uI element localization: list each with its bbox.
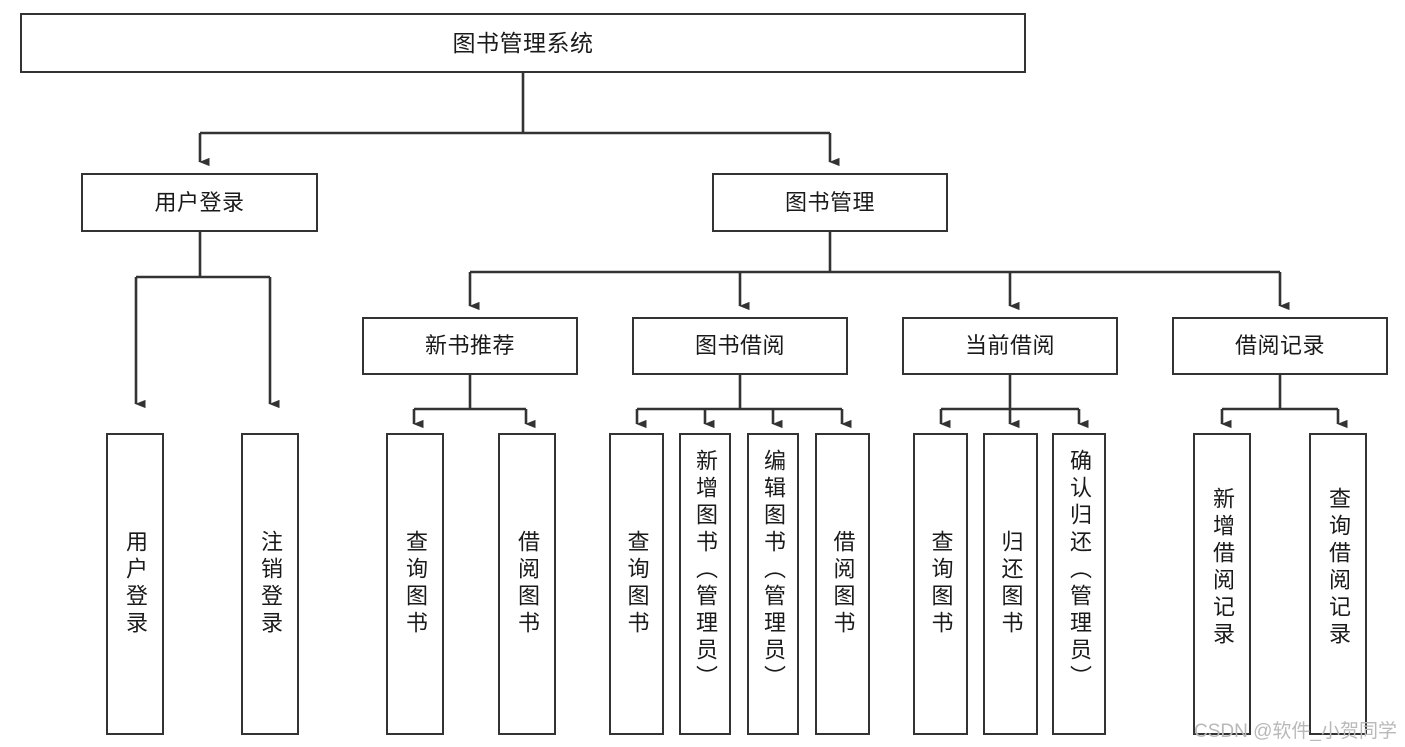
node-leaf-borrow-book-2-label: 借阅图书 bbox=[830, 530, 856, 638]
node-leaf-query-book-2-label: 查询图书 bbox=[624, 530, 650, 638]
node-book-borrow[interactable]: 图书借阅 bbox=[632, 317, 848, 375]
node-leaf-user-login-label: 用户登录 bbox=[123, 530, 148, 638]
node-leaf-query-book-1[interactable]: 查询图书 bbox=[386, 433, 444, 735]
node-leaf-edit-book-label: 编辑图书（管理员） bbox=[761, 449, 786, 692]
node-leaf-borrow-book-1[interactable]: 借阅图书 bbox=[498, 433, 556, 735]
node-leaf-query-book-2[interactable]: 查询图书 bbox=[609, 433, 664, 735]
node-leaf-query-book-3-label: 查询图书 bbox=[928, 530, 954, 638]
node-current-borrow[interactable]: 当前借阅 bbox=[902, 317, 1118, 375]
node-leaf-confirm-return-label: 确认归还（管理员） bbox=[1067, 449, 1092, 692]
node-leaf-return-book[interactable]: 归还图书 bbox=[983, 433, 1038, 735]
node-root-system[interactable]: 图书管理系统 bbox=[20, 13, 1026, 73]
node-user-login-label: 用户登录 bbox=[154, 189, 245, 215]
node-root-system-label: 图书管理系统 bbox=[452, 29, 594, 56]
node-leaf-confirm-return[interactable]: 确认归还（管理员） bbox=[1052, 433, 1106, 735]
node-leaf-user-login[interactable]: 用户登录 bbox=[106, 433, 164, 735]
node-leaf-borrow-book-1-label: 借阅图书 bbox=[515, 530, 540, 638]
node-borrow-record-label: 借阅记录 bbox=[1234, 333, 1325, 359]
node-leaf-add-book-label: 新增图书（管理员） bbox=[693, 449, 718, 692]
node-current-borrow-label: 当前借阅 bbox=[964, 333, 1055, 359]
node-borrow-record[interactable]: 借阅记录 bbox=[1172, 317, 1388, 375]
node-leaf-query-record-label: 查询借阅记录 bbox=[1326, 487, 1351, 649]
node-new-book-recommend[interactable]: 新书推荐 bbox=[362, 317, 578, 375]
node-leaf-query-book-3[interactable]: 查询图书 bbox=[913, 433, 968, 735]
node-leaf-query-record[interactable]: 查询借阅记录 bbox=[1309, 433, 1367, 735]
node-leaf-add-book[interactable]: 新增图书（管理员） bbox=[679, 433, 731, 735]
node-book-borrow-label: 图书借阅 bbox=[694, 333, 785, 359]
node-leaf-return-book-label: 归还图书 bbox=[998, 530, 1024, 638]
node-book-manage-label: 图书管理 bbox=[784, 189, 875, 215]
node-leaf-user-logout[interactable]: 注销登录 bbox=[241, 433, 299, 735]
node-leaf-edit-book[interactable]: 编辑图书（管理员） bbox=[747, 433, 799, 735]
node-new-book-recommend-label: 新书推荐 bbox=[424, 333, 515, 359]
node-leaf-add-record[interactable]: 新增借阅记录 bbox=[1193, 433, 1251, 735]
node-leaf-borrow-book-2[interactable]: 借阅图书 bbox=[815, 433, 870, 735]
node-leaf-user-logout-label: 注销登录 bbox=[258, 530, 283, 638]
node-leaf-query-book-1-label: 查询图书 bbox=[403, 530, 428, 638]
node-book-manage[interactable]: 图书管理 bbox=[712, 173, 948, 232]
node-user-login[interactable]: 用户登录 bbox=[81, 173, 318, 232]
watermark-text: CSDN @软件_小贺同学 bbox=[1194, 721, 1397, 742]
node-leaf-add-record-label: 新增借阅记录 bbox=[1210, 487, 1235, 649]
